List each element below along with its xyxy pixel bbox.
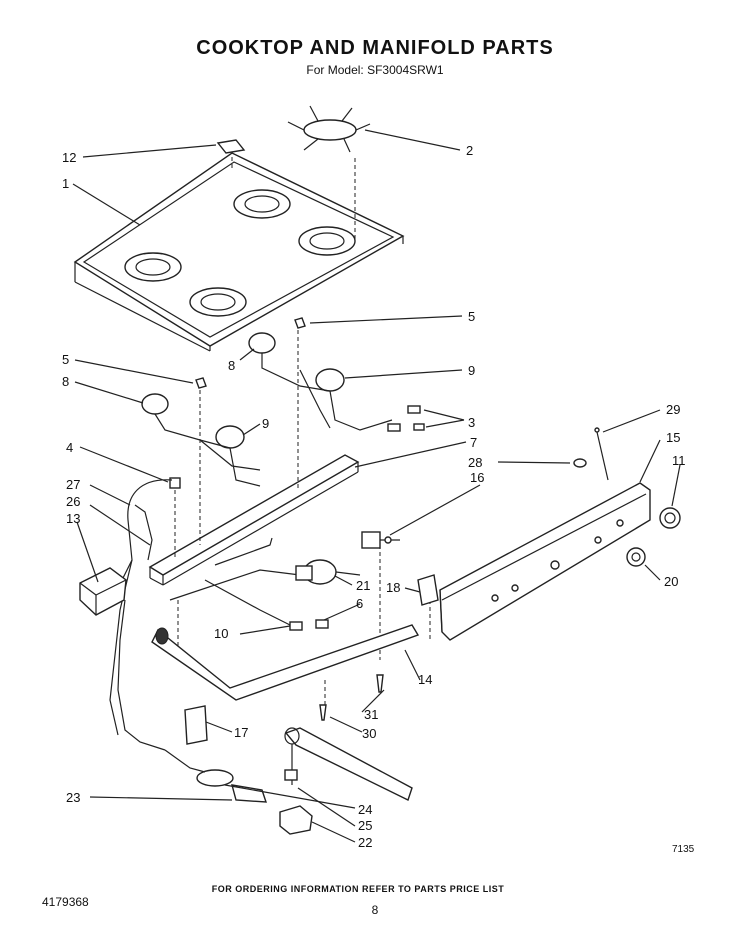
- cooktop-burner-openings: [124, 189, 356, 317]
- callout-6: 6: [356, 596, 363, 611]
- mounting-bracket: [184, 705, 208, 745]
- burner-grate: [287, 105, 371, 153]
- callout-3: 3: [468, 415, 475, 430]
- callout-18: 18: [386, 580, 400, 595]
- callout-11: 11: [672, 453, 686, 468]
- callout-15: 15: [666, 430, 680, 445]
- callout-26: 26: [66, 494, 80, 509]
- ordering-note: FOR ORDERING INFORMATION REFER TO PARTS …: [212, 884, 505, 894]
- igniter: [164, 749, 267, 803]
- cooktop-clip: [216, 139, 246, 154]
- callout-17: 17: [234, 725, 248, 740]
- page-title: COOKTOP AND MANIFOLD PARTS: [196, 37, 553, 59]
- callout-9-left: 9: [262, 416, 269, 431]
- manifold-bracket: [148, 454, 360, 586]
- callout-28: 28: [468, 455, 482, 470]
- callout-29: 29: [666, 402, 680, 417]
- callout-12: 12: [62, 150, 76, 165]
- callout-23: 23: [66, 790, 80, 805]
- leader-lines: [72, 129, 681, 843]
- valve-bracket: [417, 574, 439, 606]
- callout-2: 2: [466, 143, 473, 158]
- bake-burner-assembly: [279, 727, 413, 835]
- callout-27: 27: [66, 477, 80, 492]
- nut: [169, 477, 181, 489]
- fittings: [289, 619, 329, 631]
- burner-assembly-left: [141, 377, 261, 487]
- callout-labels: 12 1 2 5 5 8 8 9 9 3 4 7 28 16 29 15 11 …: [62, 143, 686, 850]
- callout-5-left: 5: [62, 352, 69, 367]
- screws: [319, 674, 384, 721]
- callout-8-right: 8: [228, 358, 235, 373]
- callout-31: 31: [364, 707, 378, 722]
- burner-valve: [295, 559, 361, 585]
- callout-20: 20: [664, 574, 678, 589]
- callout-30: 30: [362, 726, 376, 741]
- knob-11: [659, 507, 681, 529]
- control-panel: [439, 482, 651, 641]
- callout-22: 22: [358, 835, 372, 850]
- callout-5-right: 5: [468, 309, 475, 324]
- knob-20: [626, 547, 646, 567]
- callout-1: 1: [62, 176, 69, 191]
- document-number: 4179368: [42, 895, 89, 909]
- callout-25: 25: [358, 818, 372, 833]
- callout-14: 14: [418, 672, 432, 687]
- panel-clip: [594, 427, 609, 481]
- page-number: 8: [372, 903, 379, 917]
- callout-10: 10: [214, 626, 228, 641]
- callout-7: 7: [470, 435, 477, 450]
- assembly-guide-lines: [174, 155, 431, 705]
- figure-number: 7135: [672, 844, 695, 855]
- callout-16: 16: [470, 470, 484, 485]
- oven-valve: [361, 531, 400, 549]
- panel-screw: [573, 458, 587, 468]
- callout-9-right: 9: [468, 363, 475, 378]
- callout-21: 21: [356, 578, 370, 593]
- callout-8-left: 8: [62, 374, 69, 389]
- callout-4: 4: [66, 440, 73, 455]
- callout-24: 24: [358, 802, 372, 817]
- cooktop-panel: [73, 152, 405, 352]
- orifice-fittings: [387, 405, 425, 432]
- model-line: For Model: SF3004SRW1: [306, 63, 443, 77]
- manifold-pipe: [151, 624, 420, 701]
- callout-13: 13: [66, 511, 80, 526]
- burner-assembly-right: [248, 317, 393, 431]
- pressure-regulator: [79, 567, 127, 616]
